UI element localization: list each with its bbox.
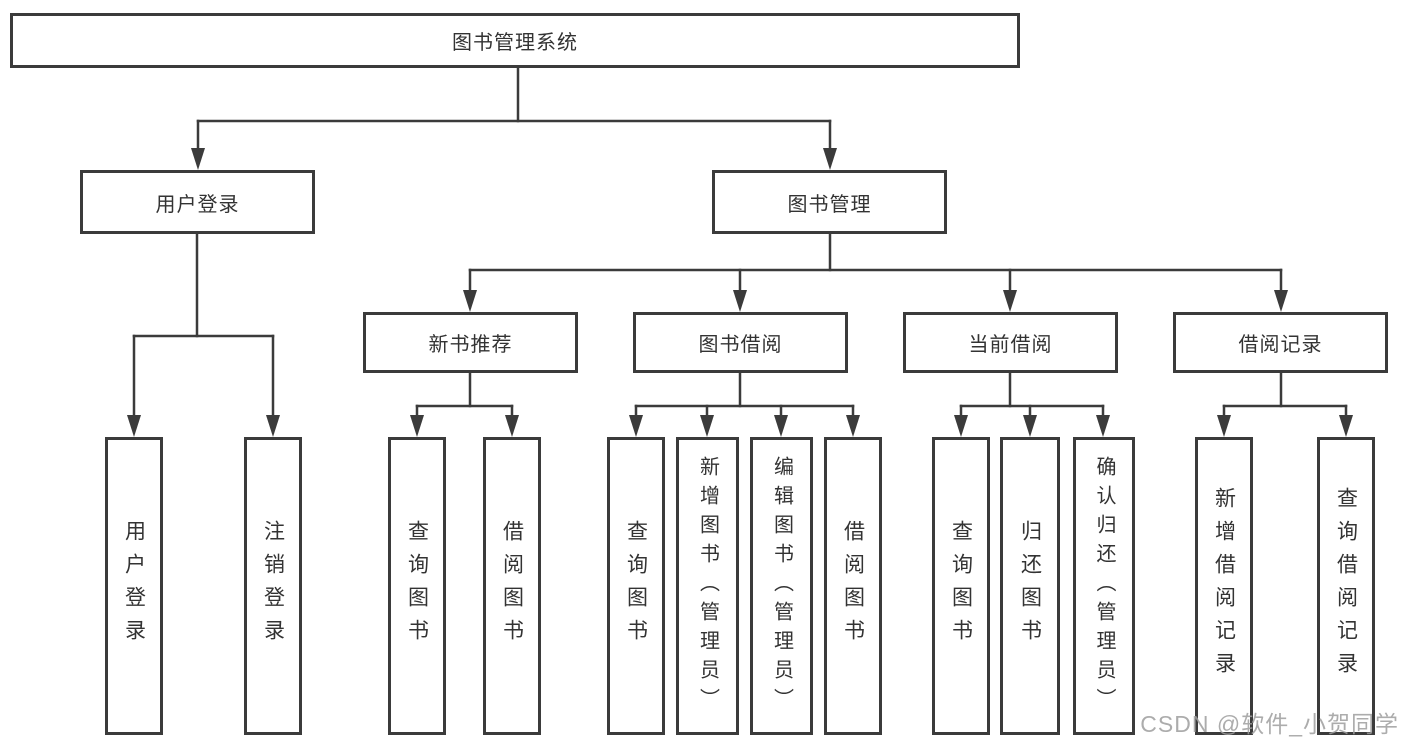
node-label: 图书管理 — [787, 193, 872, 216]
leaf-add-borrow-record: 新增借阅记录 — [1195, 437, 1253, 735]
leaf-query-books-borrow: 查询图书 — [607, 437, 665, 735]
node-book-management-branch: 图书管理 — [712, 170, 947, 234]
leaf-label: 确认归还（管理员） — [1093, 455, 1115, 717]
csdn-watermark: CSDN @软件_小贺同学 — [1140, 711, 1399, 737]
leaf-label: 用户登录 — [122, 520, 146, 652]
leaf-label: 查询图书 — [405, 520, 429, 652]
node-borrow-records: 借阅记录 — [1173, 312, 1388, 373]
leaf-label: 编辑图书（管理员） — [770, 455, 793, 717]
leaf-add-book-admin: 新增图书（管理员） — [676, 437, 739, 735]
node-label: 当前借阅 — [968, 334, 1053, 356]
leaf-user-login: 用户登录 — [105, 437, 163, 735]
node-label: 图书借阅 — [698, 334, 783, 356]
leaf-borrow-books-recommend: 借阅图书 — [483, 437, 541, 735]
node-root-system: 图书管理系统 — [10, 13, 1020, 68]
leaf-return-books: 归还图书 — [1000, 437, 1060, 735]
leaf-label: 注销登录 — [261, 520, 285, 652]
leaf-label: 新增借阅记录 — [1212, 487, 1236, 685]
leaf-logout: 注销登录 — [244, 437, 302, 735]
leaf-borrow-books: 借阅图书 — [824, 437, 882, 735]
node-current-borrow: 当前借阅 — [903, 312, 1118, 373]
leaf-label: 查询图书 — [949, 520, 973, 652]
arrowheads — [127, 148, 1353, 437]
node-book-borrow: 图书借阅 — [633, 312, 848, 373]
leaf-label: 查询图书 — [624, 520, 648, 652]
leaf-query-books-current: 查询图书 — [932, 437, 990, 735]
node-user-login-branch: 用户登录 — [80, 170, 315, 234]
node-label: 用户登录 — [155, 193, 240, 216]
leaf-label: 借阅图书 — [500, 520, 524, 652]
node-new-book-recommend: 新书推荐 — [363, 312, 578, 373]
leaf-label: 新增图书（管理员） — [696, 455, 719, 717]
leaf-label: 借阅图书 — [841, 520, 865, 652]
leaf-label: 归还图书 — [1018, 520, 1042, 652]
node-label: 借阅记录 — [1238, 334, 1323, 356]
node-root-label: 图书管理系统 — [452, 32, 578, 54]
node-label: 新书推荐 — [428, 334, 513, 356]
leaf-query-books-recommend: 查询图书 — [388, 437, 446, 735]
leaf-query-borrow-record: 查询借阅记录 — [1317, 437, 1375, 735]
leaf-label: 查询借阅记录 — [1334, 487, 1358, 685]
leaf-edit-book-admin: 编辑图书（管理员） — [750, 437, 813, 735]
leaf-confirm-return-admin: 确认归还（管理员） — [1073, 437, 1135, 735]
